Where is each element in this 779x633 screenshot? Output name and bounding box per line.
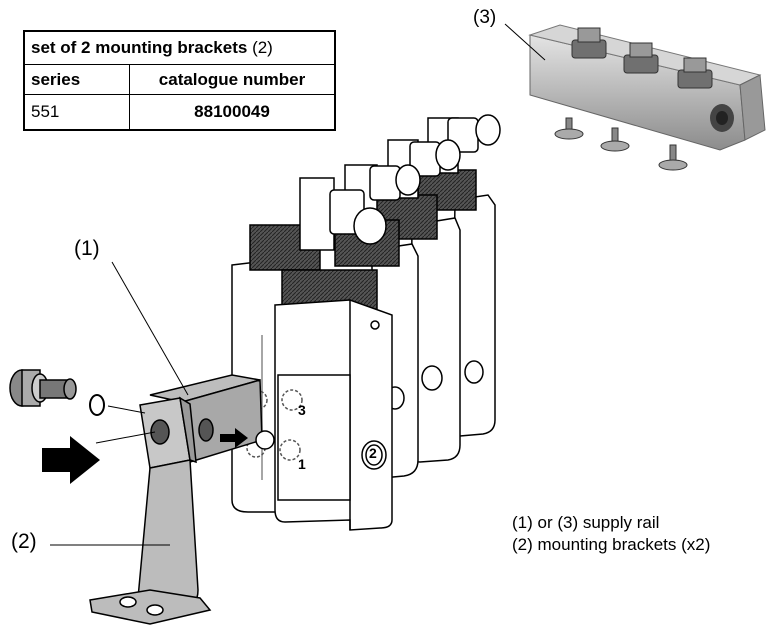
valve-unit-front: [246, 177, 393, 531]
o-ring: [89, 394, 105, 416]
label-bracket-2: (2): [11, 530, 37, 553]
label-rail-3: (3): [473, 7, 497, 28]
leader-line-hole: [95, 431, 156, 444]
label-port-1: 1: [298, 456, 306, 472]
legend-item-supply-rail: (1) or (3) supply rail: [512, 513, 660, 532]
table-title-ref: (2): [252, 38, 273, 57]
legend-item-mounting-brackets: (2) mounting brackets (x2): [512, 535, 711, 554]
valve-unit-3: [374, 139, 461, 463]
mounting-bracket: [89, 396, 212, 625]
label-port-3: 3: [298, 402, 306, 418]
leader-line-3: [504, 23, 546, 61]
label-port-2: 2: [369, 445, 377, 461]
cell-series: 551: [23, 94, 130, 131]
screw: [9, 369, 77, 407]
table-title-text: set of 2 mounting brackets: [31, 38, 248, 57]
supply-rail-photo: [528, 24, 766, 171]
legend: (1) or (3) supply rail (2) mounting brac…: [512, 512, 710, 556]
leader-line-1: [111, 261, 189, 396]
valve-stack: [231, 114, 501, 531]
insert-arrow: [42, 436, 100, 484]
cell-catalogue-number: 88100049: [129, 94, 336, 131]
header-series: series: [23, 64, 130, 95]
small-arrow: [220, 428, 248, 448]
header-catalogue-number: catalogue number: [129, 64, 336, 95]
leader-line-oring: [107, 405, 146, 414]
spec-table: set of 2 mounting brackets (2) series ca…: [23, 30, 336, 131]
label-rail-1: (1): [74, 237, 100, 260]
